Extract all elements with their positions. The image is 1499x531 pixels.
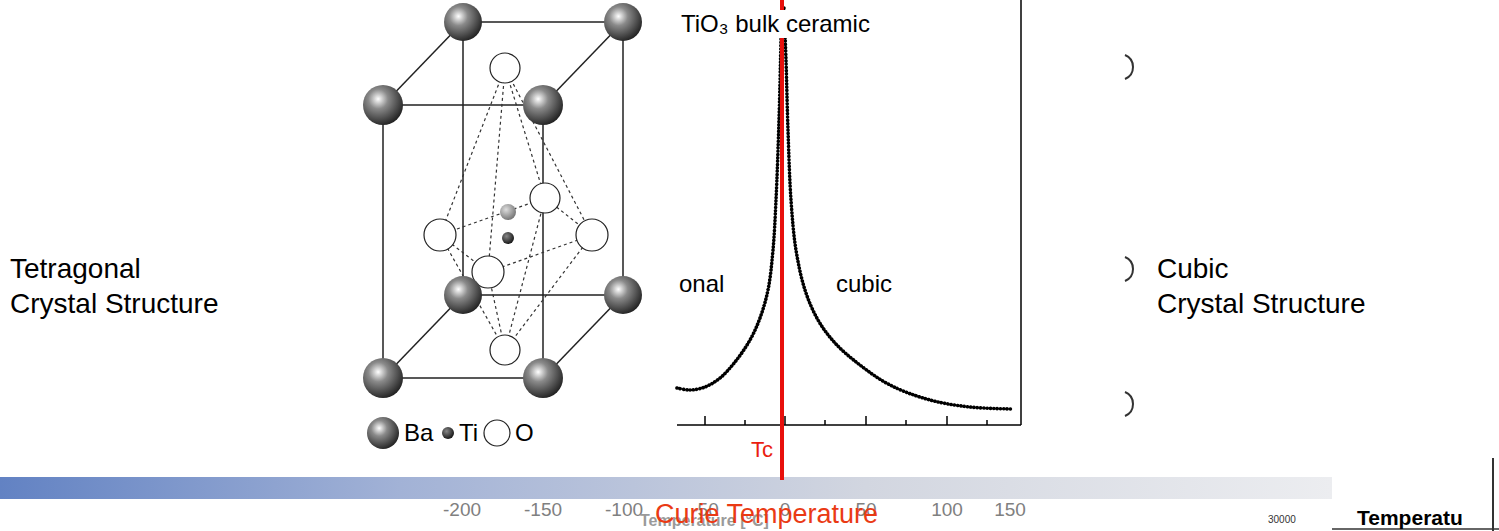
axis-tick: -100 bbox=[605, 499, 643, 521]
axis-tick: 30000 bbox=[1268, 514, 1296, 526]
phase-label: Tetragonal Crystal Structure bbox=[10, 251, 219, 321]
title-bar bbox=[0, 477, 1332, 499]
plot-title: TiO₃ bulk ceramic bbox=[679, 10, 872, 38]
legend-item: Ba bbox=[366, 416, 433, 450]
legend-sample bbox=[483, 419, 511, 447]
data-curve bbox=[784, 8, 1012, 409]
chart-frame bbox=[1492, 458, 1494, 531]
axis-tick: 100 bbox=[931, 499, 963, 521]
legend-sample bbox=[441, 426, 455, 440]
axis-tick: -150 bbox=[524, 499, 562, 521]
crystal-structure bbox=[355, 0, 677, 463]
legend-label: O bbox=[515, 419, 534, 447]
legend-sample bbox=[366, 416, 400, 450]
phase-region-label: onal bbox=[679, 270, 724, 298]
legend-label: Ba bbox=[404, 419, 433, 447]
legend-item: O bbox=[483, 416, 534, 450]
curie-symbol: Tc bbox=[751, 437, 773, 462]
legend-label: Ti bbox=[459, 419, 478, 447]
phase-label: Cubic Crystal Structure bbox=[1157, 251, 1366, 321]
plot-frame bbox=[677, 0, 1021, 425]
phase-region-label: cubic bbox=[836, 270, 892, 298]
partial-atom bbox=[1125, 55, 1133, 416]
curie-line bbox=[780, 0, 784, 480]
legend-item: Ti bbox=[441, 416, 478, 450]
axis-tick: 150 bbox=[994, 499, 1026, 521]
axis-title: Temperatu bbox=[1357, 506, 1463, 530]
data-curve bbox=[677, 8, 782, 390]
axis-tick: -200 bbox=[443, 499, 481, 521]
curie-temperature-label: Curie Temperature bbox=[655, 499, 878, 530]
